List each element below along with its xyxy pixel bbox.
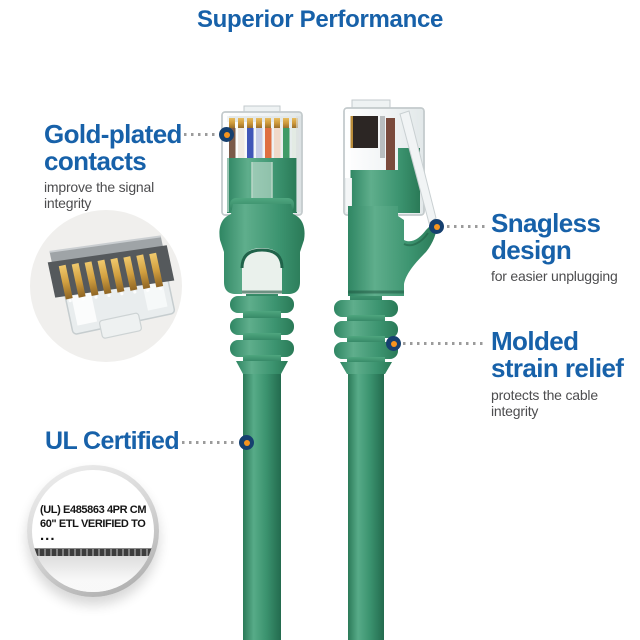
page-title: Superior Performance: [196, 6, 444, 33]
callout-ul-title: UL Certified: [45, 427, 180, 455]
callout-snagless: Snagless design for easier unplugging: [491, 208, 618, 285]
ul-label-line1: (UL) E485863 4PR CM: [40, 504, 147, 516]
leader-line-gold: [184, 133, 218, 136]
leader-line-molded: [403, 342, 485, 345]
marker-core: [243, 439, 250, 446]
callout-snagless-title-line2: design: [491, 235, 572, 265]
marker-core: [433, 223, 440, 230]
callout-snagless-title-line1: Snagless: [491, 208, 601, 238]
callout-molded-sub-line1: protects the cable: [491, 387, 598, 403]
callout-marker-snagless: [429, 219, 444, 234]
strain-relief-right: [334, 288, 398, 374]
ul-label-glass: (UL) E485863 4PR CM 60" ETL VERIFIED TO …: [32, 470, 154, 592]
cable-print-stripe: [32, 548, 154, 556]
cable-right: [348, 368, 384, 640]
latch: [399, 110, 437, 224]
pin-block: [350, 116, 378, 148]
callout-molded-title-line1: Molded: [491, 326, 579, 356]
ul-label-line3: ...: [40, 527, 56, 544]
gold-contacts: [229, 118, 298, 128]
callout-marker-gold: [219, 127, 234, 142]
callout-ul-certified: UL Certified: [45, 427, 180, 455]
callout-gold-sub-line1: improve the signal: [44, 179, 155, 195]
gold-pins: [58, 252, 164, 300]
connector-closeup-art: [47, 235, 176, 339]
callout-marker-ul: [239, 435, 254, 450]
callout-snagless-sub-line1: for easier unplugging: [491, 268, 618, 284]
callout-molded-title-line2: strain relief: [491, 353, 624, 383]
marker-core: [223, 131, 230, 138]
callout-gold-plated: Gold-plated contacts improve the signal …: [44, 119, 182, 212]
strain-relief-left: [230, 286, 294, 374]
callout-molded-sub-line2: integrity: [491, 403, 539, 419]
leader-line-snagless: [447, 225, 485, 228]
left-cable-assembly: [219, 105, 305, 640]
right-cable-assembly: [334, 99, 438, 640]
callout-gold-sub-line2: integrity: [44, 195, 92, 211]
lens-lower-shade: [32, 556, 154, 592]
cable-left: [243, 368, 281, 640]
leader-line-ul: [182, 441, 236, 444]
boot-side: [348, 206, 438, 296]
wire-pins: [229, 128, 299, 160]
ul-label-inset: (UL) E485863 4PR CM 60" ETL VERIFIED TO …: [27, 465, 159, 597]
connector-closeup-inset: [30, 210, 182, 362]
marker-core: [390, 340, 397, 347]
connector-side: [343, 99, 425, 216]
ul-label-line2: 60" ETL VERIFIED TO: [40, 518, 146, 530]
callout-marker-molded: [386, 336, 401, 351]
boot-front: [219, 198, 305, 294]
callout-gold-title-line2: contacts: [44, 146, 147, 176]
callout-gold-title-line1: Gold-plated: [44, 119, 182, 149]
callout-molded: Molded strain relief protects the cable …: [491, 326, 624, 420]
